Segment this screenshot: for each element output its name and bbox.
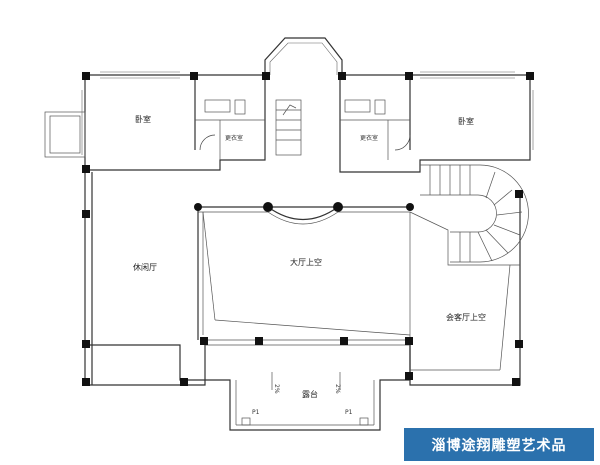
left-balcony (44, 111, 86, 158)
outer-walls (84, 74, 531, 431)
label-bedroom-right: 卧室 (458, 116, 474, 126)
top-windows (81, 71, 534, 155)
bay-window (264, 37, 343, 156)
label-bedroom-left: 卧室 (135, 114, 151, 124)
label-hall-void: 大厅上空 (290, 257, 322, 267)
label-terrace: 露台 (302, 389, 318, 399)
label-lounge: 休闲厅 (133, 262, 157, 272)
label-closet-left: 更衣室 (225, 134, 243, 142)
hall-void-outline (197, 206, 520, 371)
slope-mark-left: 2% (273, 384, 280, 394)
spiral-stair (420, 164, 529, 263)
columns (82, 72, 534, 386)
slope-mark-right: 2% (334, 384, 341, 394)
brand-banner: 淄博途翔雕塑艺术品 (404, 428, 594, 461)
p1-mark-right: P1 (345, 409, 353, 416)
label-closet-right: 更衣室 (360, 134, 378, 142)
terrace-drains (241, 372, 369, 426)
label-living-void: 会客厅上空 (446, 312, 486, 322)
interior-walls (194, 75, 411, 160)
p1-mark-left: P1 (252, 409, 260, 416)
